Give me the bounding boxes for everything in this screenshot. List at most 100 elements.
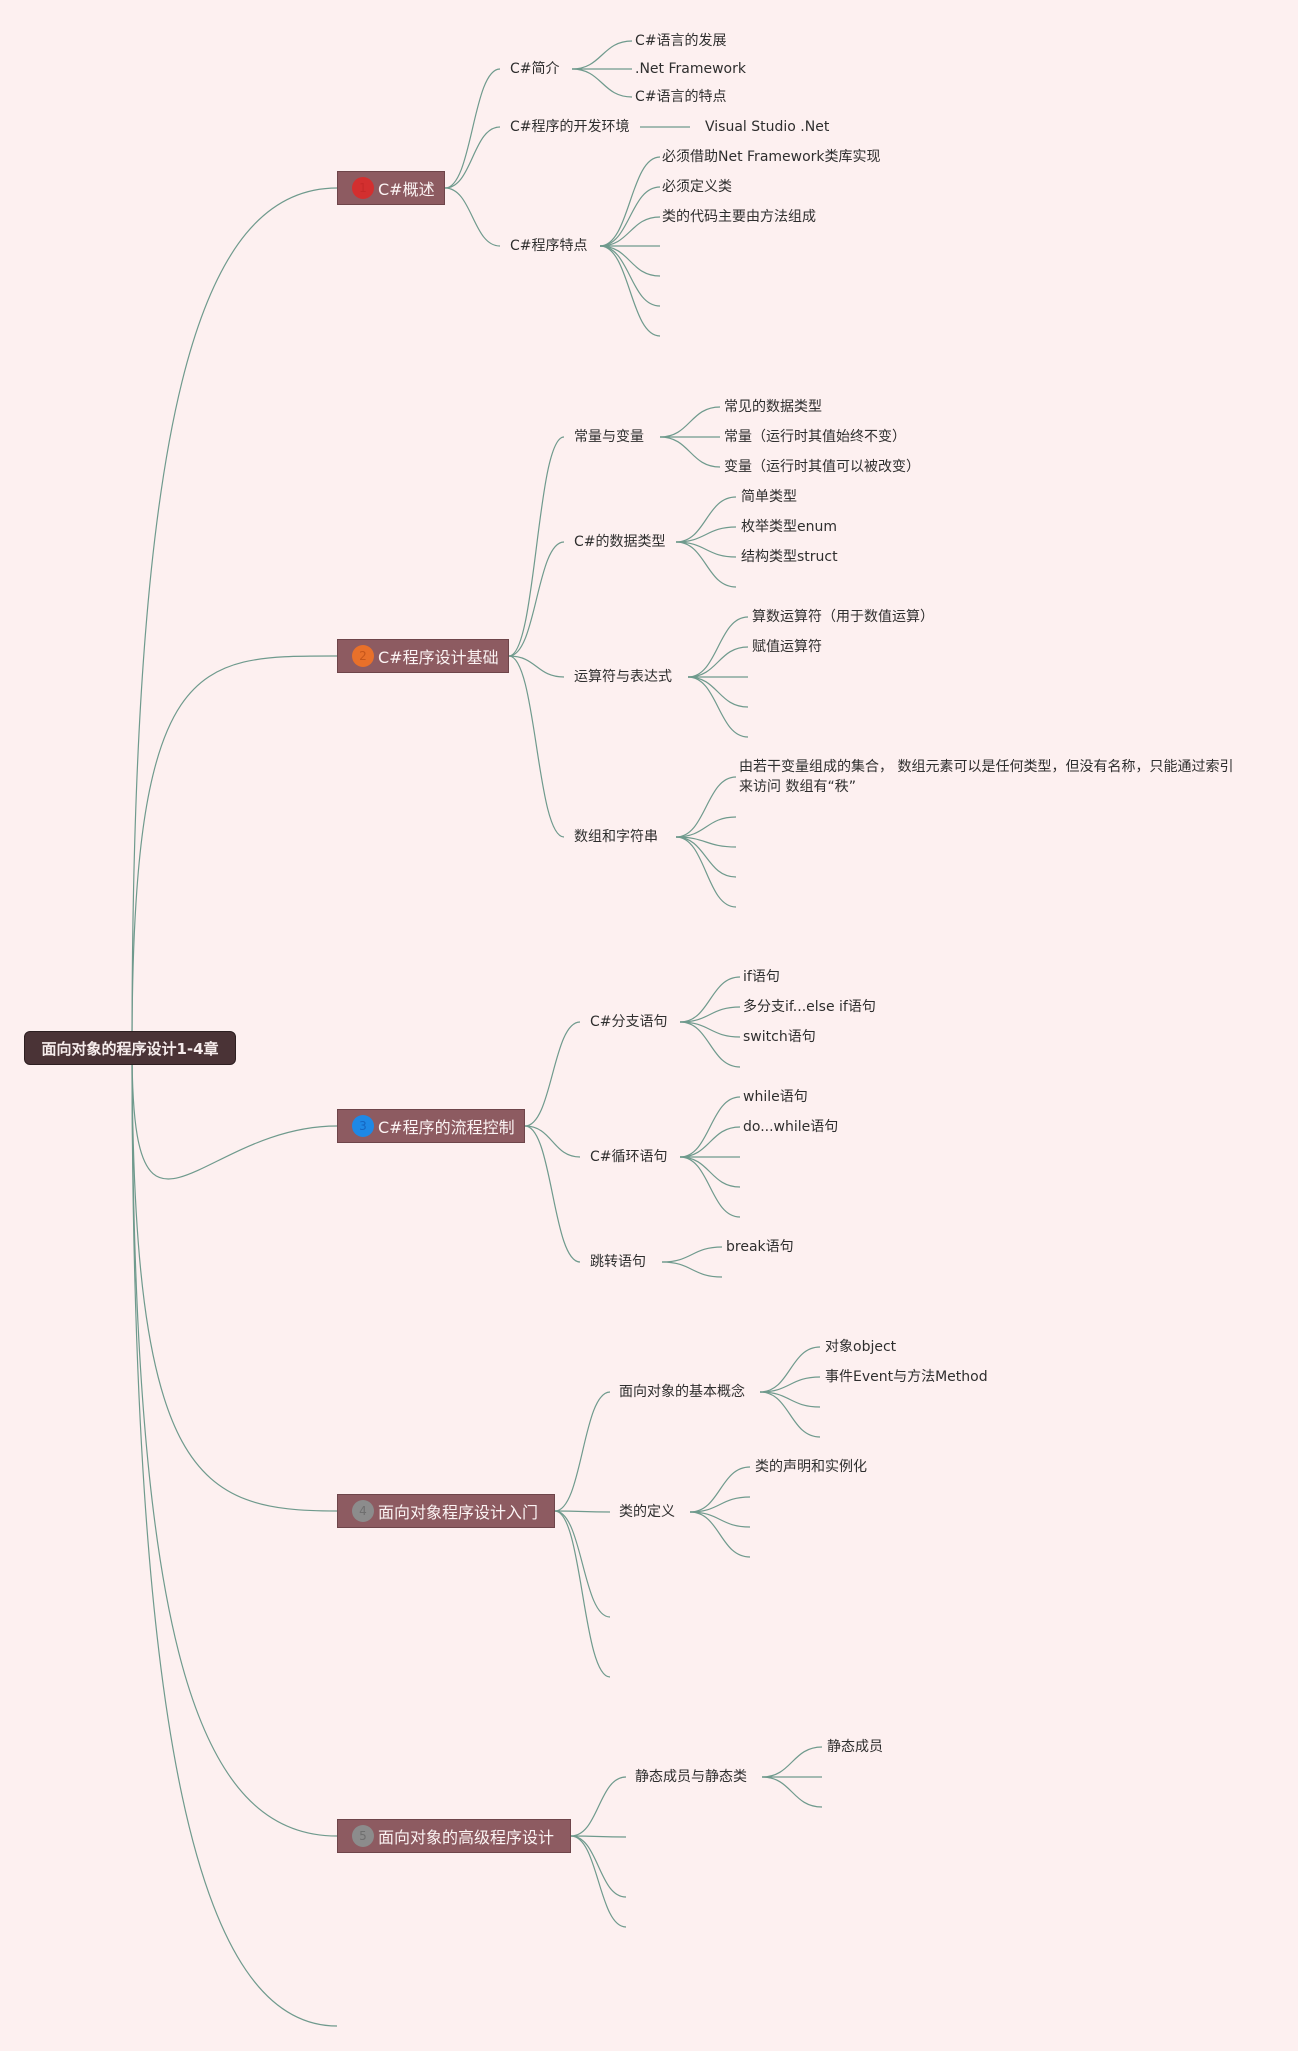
connector-line	[675, 816, 737, 838]
leaf-node[interactable]: do...while语句	[743, 1119, 839, 1135]
topic-loop-statements[interactable]: C#循环语句	[590, 1149, 668, 1165]
leaf-node[interactable]: C#语言的发展	[635, 33, 727, 49]
connector-line	[679, 976, 741, 1023]
chapter-node-3[interactable]: 3 C#程序的流程控制	[337, 1109, 525, 1143]
connector-line	[679, 1156, 741, 1188]
topic-oop-concepts[interactable]: 面向对象的基本概念	[619, 1384, 745, 1400]
connector-line	[554, 1510, 611, 1618]
topic-static-members[interactable]: 静态成员与静态类	[635, 1769, 747, 1785]
connector-line	[675, 836, 737, 908]
leaf-node[interactable]: while语句	[743, 1089, 808, 1105]
connector-line	[570, 1835, 627, 1898]
connector-line	[554, 1510, 611, 1513]
connector-line	[687, 676, 749, 738]
number-badge-icon: 1	[352, 177, 374, 199]
topic-branch-statements[interactable]: C#分支语句	[590, 1014, 668, 1030]
topic-arrays-strings[interactable]: 数组和字符串	[574, 829, 658, 845]
connector-line	[759, 1391, 821, 1438]
leaf-node[interactable]: 赋值运算符	[752, 639, 822, 655]
leaf-node[interactable]: C#语言的特点	[635, 89, 727, 105]
topic-constants-variables[interactable]: 常量与变量	[574, 429, 644, 445]
connector-line	[679, 1096, 741, 1158]
number-badge-icon: 3	[352, 1115, 374, 1137]
leaf-node[interactable]: 常量（运行时其值始终不变）	[724, 429, 906, 445]
connector-line	[508, 436, 565, 657]
chapter-label: C#程序的流程控制	[378, 1118, 515, 1137]
connector-line	[554, 1391, 611, 1512]
topic-jump-statements[interactable]: 跳转语句	[590, 1254, 646, 1270]
connector-line	[508, 541, 565, 657]
connector-line	[131, 655, 338, 1049]
leaf-node[interactable]: 事件Event与方法Method	[825, 1369, 988, 1385]
leaf-node[interactable]: Visual Studio .Net	[705, 119, 830, 135]
connector-line	[759, 1376, 821, 1393]
leaf-node[interactable]: switch语句	[743, 1029, 816, 1045]
root-node[interactable]: 面向对象的程序设计1-4章	[24, 1031, 236, 1065]
leaf-node[interactable]: 由若干变量组成的集合， 数组元素可以是任何类型，但没有名称，只能通过索引来访问 …	[739, 759, 1234, 795]
connector-line	[661, 1261, 723, 1278]
connector-line	[675, 776, 737, 838]
connector-line	[675, 496, 737, 543]
connector-line	[679, 1126, 741, 1158]
connector-line	[761, 1776, 823, 1808]
leaf-node[interactable]: 常见的数据类型	[724, 399, 822, 415]
connector-line	[444, 126, 501, 189]
connector-line	[524, 1125, 581, 1263]
connector-line	[689, 1496, 751, 1513]
topic-dev-environment[interactable]: C#程序的开发环境	[510, 119, 630, 135]
connector-line	[554, 1510, 611, 1678]
leaf-node[interactable]: 必须借助Net Framework类库实现	[662, 149, 881, 165]
chapter-node-4[interactable]: 4 面向对象程序设计入门	[337, 1494, 555, 1528]
leaf-node[interactable]: 静态成员	[827, 1739, 883, 1755]
leaf-node[interactable]: 对象object	[825, 1339, 897, 1355]
connector-line	[570, 1835, 627, 1928]
leaf-node[interactable]: if语句	[743, 969, 780, 985]
chapter-node-1[interactable]: 1 C#概述	[337, 171, 445, 205]
leaf-node[interactable]: 简单类型	[741, 489, 797, 505]
connector-line	[659, 406, 721, 438]
topic-operators[interactable]: 运算符与表达式	[574, 669, 672, 685]
leaf-node[interactable]: .Net Framework	[635, 61, 746, 77]
chapter-node-5[interactable]: 5 面向对象的高级程序设计	[337, 1819, 571, 1853]
connector-line	[524, 1021, 581, 1127]
connector-line	[761, 1746, 823, 1778]
leaf-node[interactable]: 算数运算符（用于数值运算）	[752, 609, 934, 625]
chapter-node-2[interactable]: 2 C#程序设计基础	[337, 639, 509, 673]
leaf-node[interactable]: 类的代码主要由方法组成	[662, 209, 816, 225]
topic-program-features[interactable]: C#程序特点	[510, 238, 588, 254]
number-badge-icon: 5	[352, 1825, 374, 1847]
connector-line	[131, 187, 338, 1049]
topic-class-definition[interactable]: 类的定义	[619, 1504, 675, 1520]
topic-c-sharp-intro[interactable]: C#简介	[510, 61, 560, 77]
chapter-label: C#概述	[378, 180, 435, 199]
leaf-node[interactable]: 枚举类型enum	[741, 519, 837, 535]
connector-line	[675, 541, 737, 558]
connector-line	[131, 1047, 338, 1837]
leaf-node[interactable]: 多分支if...else if语句	[743, 999, 876, 1015]
chapter-label: 面向对象程序设计入门	[378, 1503, 539, 1522]
leaf-node[interactable]: 类的声明和实例化	[755, 1459, 867, 1475]
connector-line	[675, 836, 737, 848]
connector-line	[444, 68, 501, 189]
connector-line	[131, 1047, 338, 2027]
connector-line	[687, 616, 749, 678]
connector-line	[679, 1156, 741, 1218]
topic-data-types[interactable]: C#的数据类型	[574, 534, 666, 550]
leaf-node[interactable]: break语句	[726, 1239, 794, 1255]
leaf-node[interactable]: 必须定义类	[662, 179, 732, 195]
connector-line	[689, 1511, 751, 1558]
connector-line	[131, 1047, 338, 1180]
connector-line	[679, 1006, 741, 1023]
connector-line	[675, 526, 737, 543]
leaf-node[interactable]: 变量（运行时其值可以被改变）	[724, 459, 920, 475]
connector-line	[571, 40, 633, 70]
connector-line	[689, 1511, 751, 1528]
connector-line	[689, 1466, 751, 1513]
connector-line	[599, 186, 661, 247]
leaf-node[interactable]: 结构类型struct	[741, 549, 838, 565]
connector-line	[675, 836, 737, 878]
connector-line	[675, 541, 737, 588]
connector-line	[508, 655, 565, 838]
connector-line	[131, 1047, 338, 1512]
